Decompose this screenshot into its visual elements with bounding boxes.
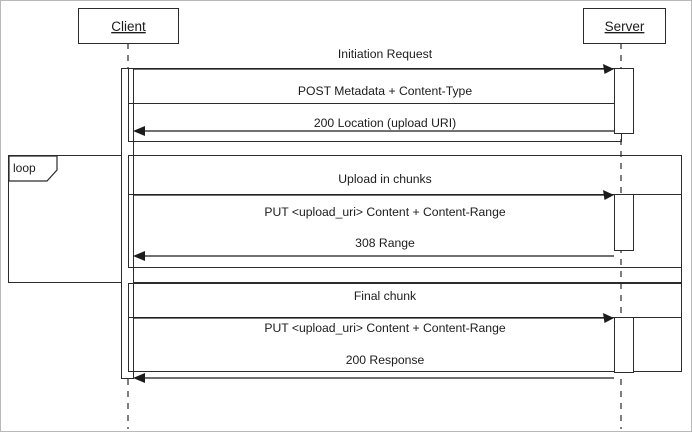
message-group-chunk-upload-box [127,154,683,269]
arrow-final-request-head [603,313,614,323]
participant-client-box [77,7,180,45]
arrow-init-response-head [133,126,145,136]
arrow-init-request-head [603,64,614,74]
arrow-init-response [133,126,614,136]
message-group-final-chunk-box [127,282,683,373]
arrow-chunk-response [133,251,614,261]
participant-client-label: Client [111,19,146,34]
message-group-chunk-upload-title: Upload in chunks [338,172,432,186]
message-label-init-request: POST Metadata + Content-Type [298,84,472,98]
message-label-chunk-response: 308 Range [355,236,415,250]
message-group-initiation-title: Initiation Request [338,47,433,61]
arrow-chunk-response-head [133,251,145,261]
message-group-final-chunk: Final chunk PUT <upload_uri> Content + C… [127,282,683,373]
loop-fragment-label: loop [13,161,36,175]
arrow-final-response [133,373,614,383]
activation-bar-client [120,67,135,380]
participant-server-label: Server [605,19,645,34]
message-label-final-request: PUT <upload_uri> Content + Content-Range [264,321,506,335]
arrow-chunk-request-head [603,190,614,200]
arrow-final-request [133,313,614,323]
message-group-initiation: Initiation Request POST Metadata + Conte… [127,47,623,143]
participant-server[interactable]: Server [582,7,667,45]
message-group-chunk-upload: Upload in chunks PUT <upload_uri> Conten… [127,154,683,269]
loop-fragment-tag [8,155,58,182]
message-label-chunk-request: PUT <upload_uri> Content + Content-Range [264,205,506,219]
arrow-final-response-head [133,373,145,383]
message-group-final-chunk-title: Final chunk [354,289,417,303]
message-label-init-response: 200 Location (upload URI) [314,116,456,130]
activation-bar-server-initiation [613,67,635,135]
activation-bar-server-final [613,316,635,374]
activation-bar-server-chunk [613,193,635,252]
participant-client[interactable]: Client [77,7,180,45]
arrow-chunk-request [133,190,614,200]
participant-server-box [582,7,667,45]
message-label-final-response: 200 Response [346,353,425,367]
arrow-init-request [133,64,614,74]
